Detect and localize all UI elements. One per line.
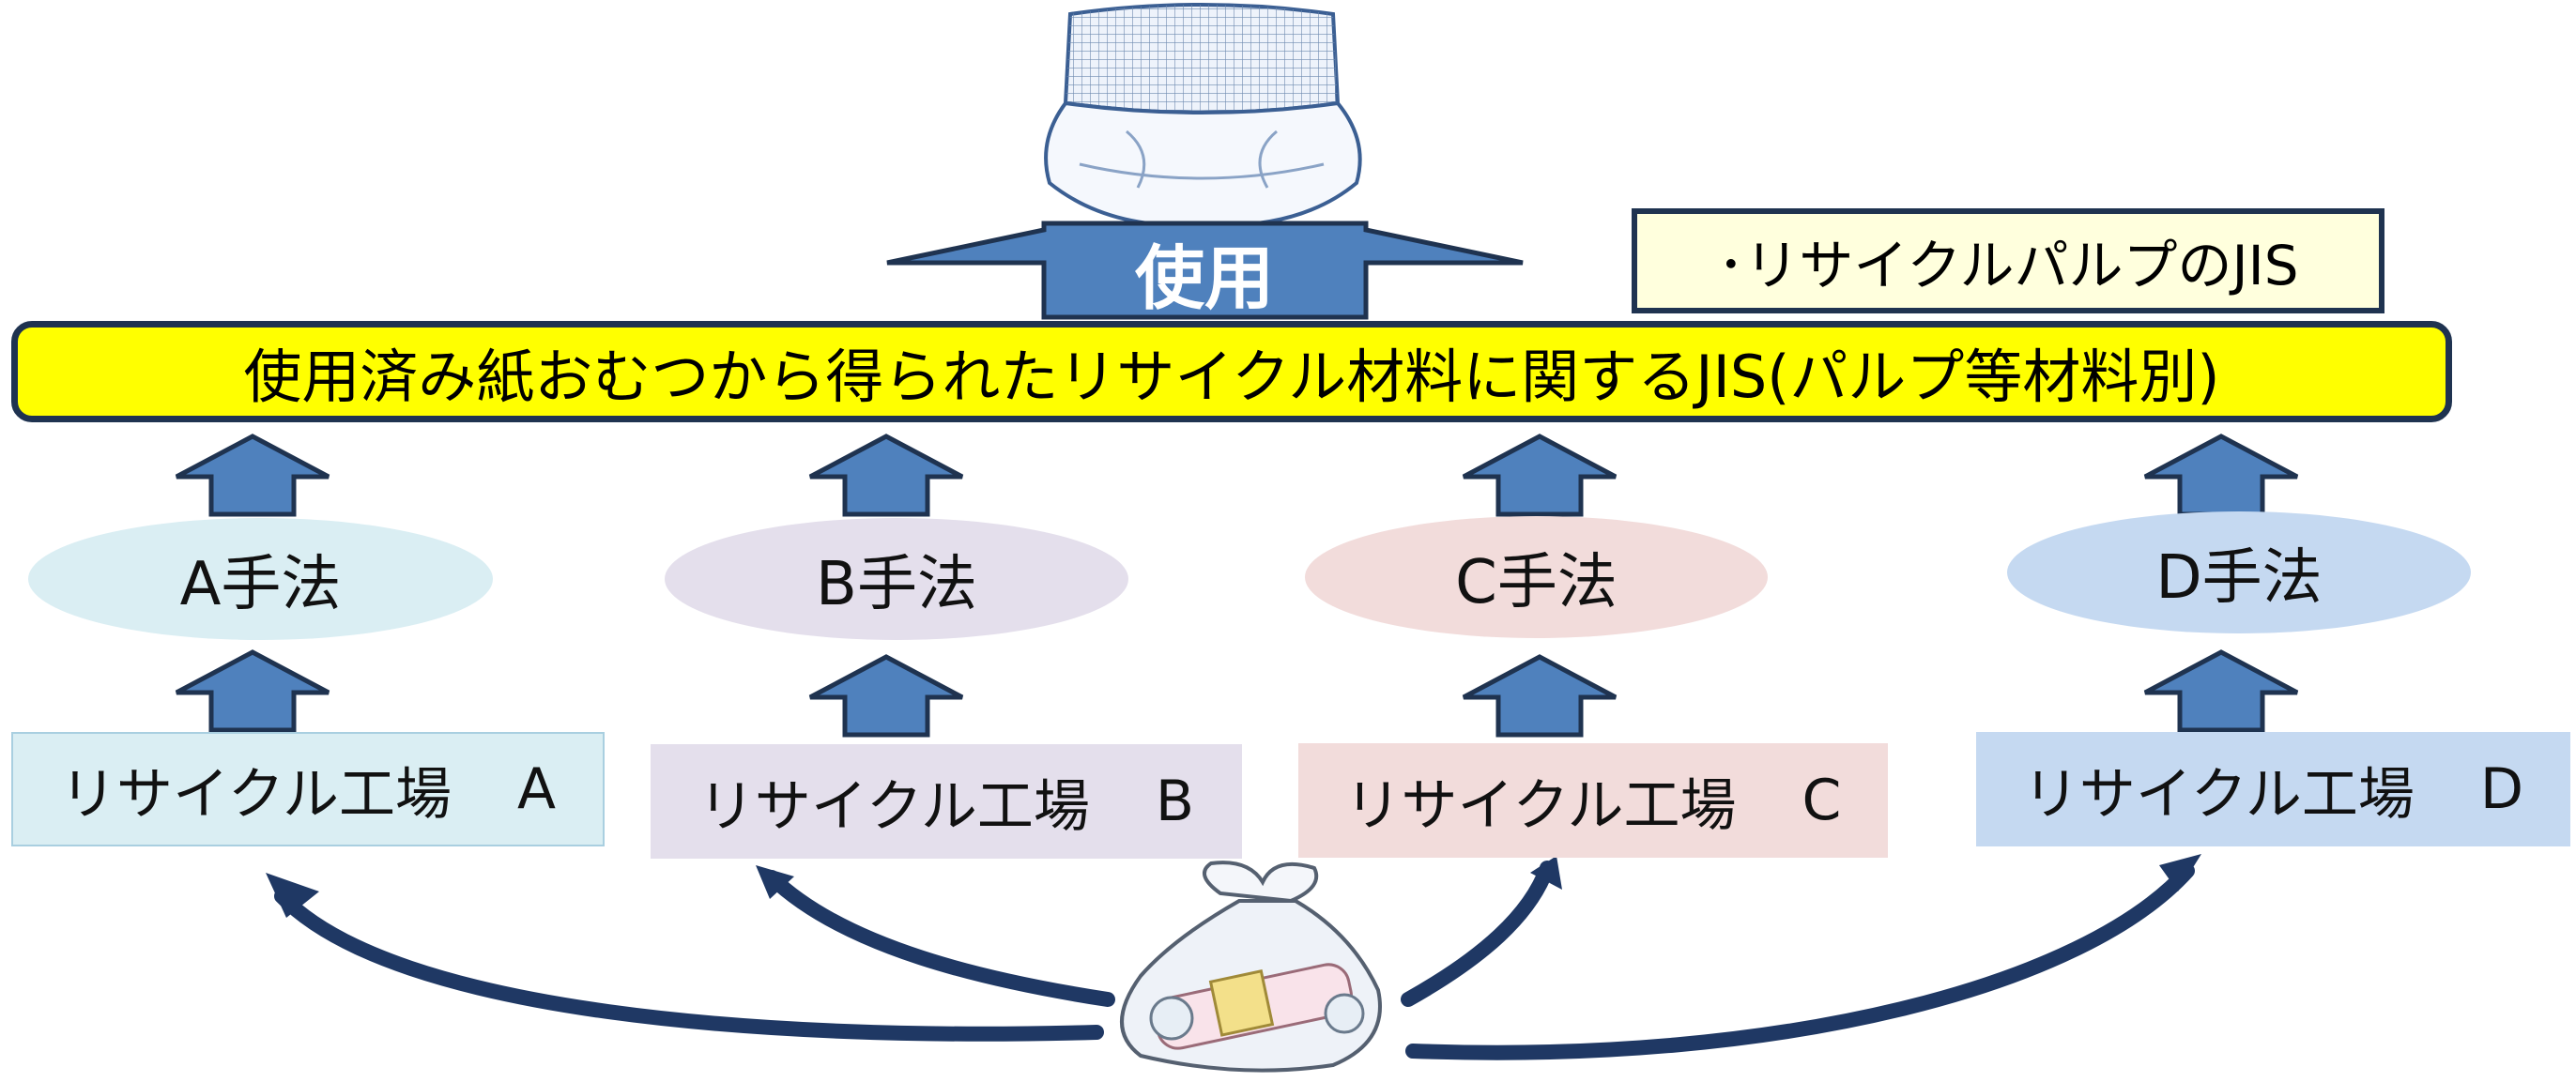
method-d-ellipse: D手法 — [2007, 511, 2471, 633]
use-arrow — [886, 221, 1524, 320]
method-c-label: C手法 — [1455, 548, 1618, 617]
plant-d-letter: D — [2479, 756, 2524, 822]
arrow-a-upper — [175, 434, 330, 517]
plant-a-letter: A — [516, 756, 557, 822]
waste-bag-icon — [1120, 861, 1382, 1073]
arrow-a-lower — [175, 649, 330, 733]
plant-b-name: リサイクル工場 — [698, 773, 1090, 840]
plant-to-method-arrows — [175, 649, 2299, 738]
arrowhead-plant-a — [266, 873, 319, 918]
jis-box-text: ･リサイクルパルプのJIS — [1717, 234, 2299, 297]
banner-box — [14, 324, 2449, 419]
use-label: 使用 — [1135, 237, 1274, 319]
diaper-icon — [1044, 3, 1362, 228]
curve-to-plant-b — [764, 870, 1115, 1007]
arrow-d-upper — [2143, 434, 2299, 517]
method-a-ellipse: A手法 — [28, 518, 493, 640]
arrowhead-plant-c — [1530, 856, 1562, 890]
method-to-banner-arrows — [175, 434, 2299, 517]
curve-to-plant-d — [1405, 863, 2195, 1060]
arrow-c-upper — [1462, 434, 1618, 517]
plant-b-letter: B — [1155, 769, 1195, 834]
plant-d-box: リサイクル工場 D — [1976, 732, 2570, 846]
method-c-ellipse: C手法 — [1305, 516, 1768, 638]
arrow-c-lower — [1462, 654, 1618, 738]
banner-text: 使用済み紙おむつから得られたリサイクル材料に関するJIS(パルプ等材料別) — [243, 343, 2220, 411]
method-a-label: A手法 — [179, 550, 342, 619]
recycled-pulp-jis-box: ･リサイクルパルプのJIS — [1632, 208, 2384, 313]
arrowhead-plant-b — [756, 865, 794, 899]
plant-c-letter: C — [1802, 768, 1842, 833]
curve-to-plant-c — [1401, 861, 1555, 1007]
plant-d-name: リサイクル工場 — [2022, 761, 2415, 828]
method-b-label: B手法 — [816, 550, 977, 619]
arrow-b-lower — [808, 654, 964, 738]
arrow-b-upper — [808, 434, 964, 517]
arrowhead-plant-d — [2159, 854, 2201, 892]
jis-box-bg — [1634, 211, 2382, 311]
arrow-d-lower — [2143, 649, 2299, 733]
plant-c-name: リサイクル工場 — [1344, 772, 1737, 839]
plant-a-box: リサイクル工場 A — [11, 732, 605, 846]
collection-curves — [274, 861, 2195, 1060]
method-d-label: D手法 — [2155, 543, 2323, 613]
curve-to-plant-a — [274, 889, 1104, 1042]
method-b-ellipse: B手法 — [665, 518, 1128, 640]
plant-c-box: リサイクル工場 C — [1298, 743, 1888, 858]
recycled-materials-jis-banner: 使用済み紙おむつから得られたリサイクル材料に関するJIS(パルプ等材料別) — [11, 321, 2452, 422]
plant-b-box: リサイクル工場 B — [651, 744, 1242, 859]
plant-a-name: リサイクル工場 — [59, 761, 452, 828]
curve-arrowheads — [266, 854, 2201, 918]
